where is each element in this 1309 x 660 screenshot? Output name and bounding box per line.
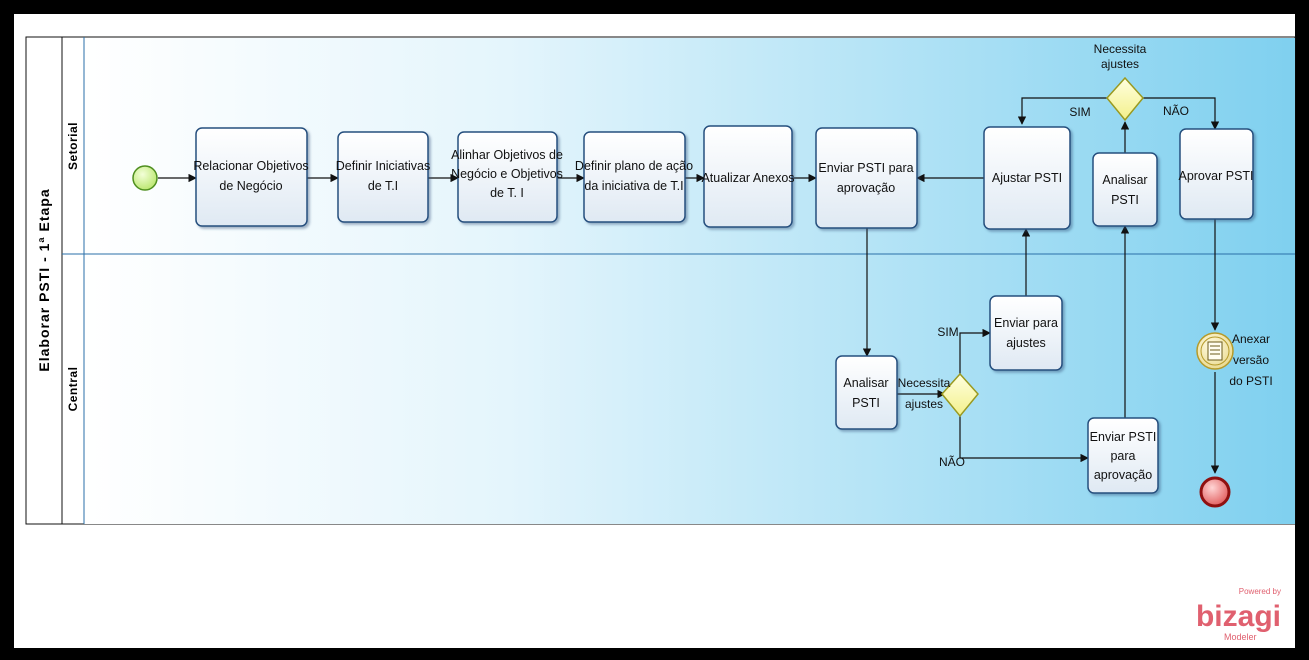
- task-label: Analisar: [843, 376, 888, 390]
- brand-name: bizagi: [1196, 600, 1281, 633]
- brand-product: Modeler: [1224, 632, 1257, 642]
- powered-by-text: Powered by: [1239, 587, 1281, 596]
- task-label: PSTI: [1111, 193, 1139, 207]
- svg-text:Ajustar PSTI: Ajustar PSTI: [992, 171, 1062, 185]
- svg-text:Atualizar Anexos: Atualizar Anexos: [701, 171, 794, 185]
- task-enviar-psti-para-aprovacao[interactable]: Enviar PSTI para aprovação: [1087, 417, 1159, 494]
- task-label: Enviar PSTI: [1090, 430, 1157, 444]
- task-atualizar-anexos[interactable]: Atualizar Anexos: [701, 125, 795, 228]
- task-ajustar-psti[interactable]: Ajustar PSTI: [983, 126, 1071, 230]
- start-event-icon[interactable]: [132, 165, 158, 191]
- task-label: ajustes: [1006, 336, 1046, 350]
- lane-title-central: Central: [66, 367, 80, 412]
- task-aprovar-psti[interactable]: Aprovar PSTI: [1178, 128, 1254, 220]
- task-label: Enviar para: [994, 316, 1058, 330]
- task-enviar-para-ajustes[interactable]: Enviar para ajustes: [989, 295, 1063, 371]
- sequence-flows: [158, 97, 1220, 474]
- end-event-icon[interactable]: [1199, 476, 1231, 508]
- task-label: Definir Iniciativas: [336, 159, 430, 173]
- pool-title: Elaborar PSTI - 1ª Etapa: [36, 188, 52, 371]
- event-label: Anexar: [1232, 332, 1270, 346]
- flow-gateway-top-nao: [1143, 97, 1220, 130]
- task-label: Definir plano de ação: [575, 159, 693, 173]
- task-label: Atualizar Anexos: [701, 171, 794, 185]
- gateway-central[interactable]: Necessita ajustes SIM NÃO: [898, 325, 979, 469]
- gateway-question: Necessita: [1094, 42, 1147, 56]
- gateway-no-label: NÃO: [939, 455, 965, 469]
- gateway-question: ajustes: [1101, 57, 1139, 71]
- task-definir-iniciativas[interactable]: Definir Iniciativas de T.I: [336, 131, 430, 223]
- task-label: de T. I: [490, 186, 524, 200]
- task-label: Aprovar PSTI: [1178, 169, 1253, 183]
- task-label: de Negócio: [219, 179, 282, 193]
- event-label: versão: [1233, 353, 1269, 367]
- event-label: do PSTI: [1229, 374, 1272, 388]
- task-label: Negócio e Objetivos: [451, 167, 563, 181]
- task-label: Enviar PSTI para: [818, 161, 913, 175]
- gateway-no-label: NÃO: [1163, 104, 1189, 118]
- task-enviar-psti-aprovacao[interactable]: Enviar PSTI para aprovação: [815, 127, 918, 229]
- task-alinhar-objetivos[interactable]: Alinhar Objetivos de Negócio e Objetivos d…: [451, 131, 563, 223]
- flow-gateway-sim: [959, 328, 991, 374]
- gateway-question: ajustes: [905, 397, 943, 411]
- task-label: aprovação: [1094, 468, 1152, 482]
- message-event-anexar[interactable]: Anexar versão do PSTI: [1196, 332, 1273, 388]
- lane-title-setorial: Setorial: [66, 122, 80, 170]
- bizagi-logo: Powered by bizagi Modeler: [1196, 587, 1281, 642]
- task-label: Ajustar PSTI: [992, 171, 1062, 185]
- document-icon: [1207, 341, 1223, 361]
- task-relacionar[interactable]: Relacionar Objetivos de Negócio: [193, 127, 309, 227]
- task-label: Alinhar Objetivos de: [451, 148, 563, 162]
- task-label: da iniciativa de T.I: [584, 179, 683, 193]
- task-definir-plano[interactable]: Definir plano de ação da iniciativa de T.…: [575, 131, 693, 223]
- flow-gateway-top-sim: [1017, 97, 1107, 125]
- task-label: aprovação: [837, 181, 895, 195]
- gateway-yes-label: SIM: [937, 325, 958, 339]
- gateway-yes-label: SIM: [1069, 105, 1090, 119]
- task-label: PSTI: [852, 396, 880, 410]
- task-label: Relacionar Objetivos: [193, 159, 308, 173]
- task-label: de T.I: [368, 179, 398, 193]
- flow-gateway-nao: [959, 414, 1089, 463]
- svg-text:Aprovar PSTI: Aprovar PSTI: [1178, 169, 1253, 183]
- task-label: para: [1110, 449, 1135, 463]
- task-label: Analisar: [1102, 173, 1147, 187]
- gateway-question: Necessita: [898, 376, 951, 390]
